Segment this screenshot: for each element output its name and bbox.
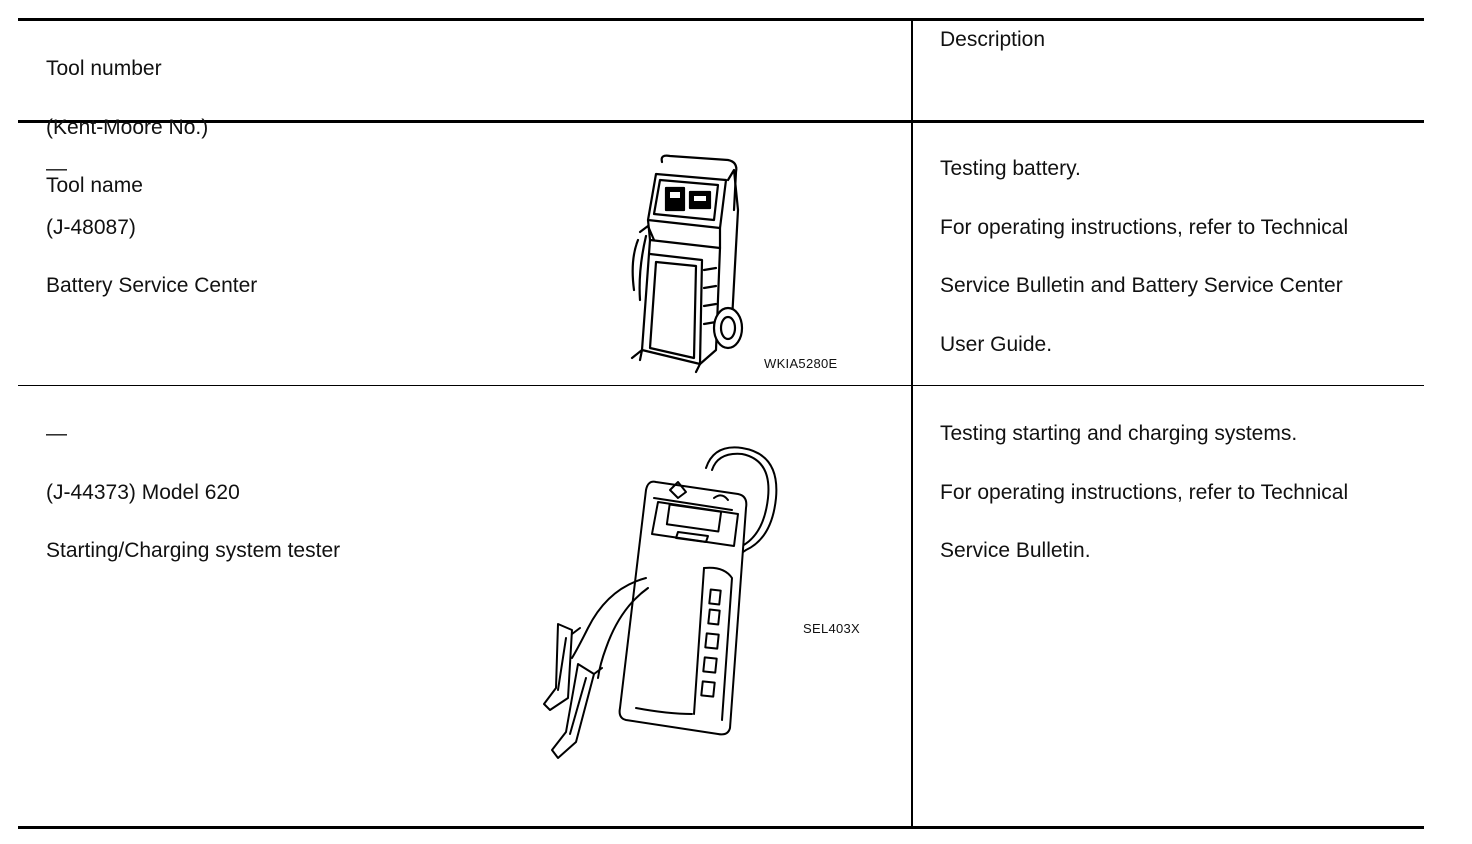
- table-row-1-description: Testing battery. For operating instructi…: [940, 125, 1410, 389]
- battery-service-center-cart-icon: [630, 154, 744, 374]
- table-bottom-rule: [18, 826, 1424, 829]
- header-description: Description: [940, 28, 1046, 51]
- description-line: Service Bulletin.: [940, 539, 1091, 563]
- table-row-1-tool: — (J-48087) Battery Service Center: [46, 125, 257, 330]
- description-line: For operating instructions, refer to Tec…: [940, 215, 1349, 239]
- tool-name: Battery Service Center: [46, 274, 258, 298]
- header-tool-number: Tool number: [46, 57, 162, 81]
- figure-code: SEL403X: [803, 621, 861, 636]
- column-divider: [911, 21, 913, 826]
- table-top-rule: [18, 18, 1424, 21]
- kent-moore-number: (J-48087): [46, 215, 136, 239]
- description-line: Service Bulletin and Battery Service Cen…: [940, 274, 1343, 298]
- description-line: Testing battery.: [940, 157, 1081, 181]
- figure-code: WKIA5280E: [764, 356, 838, 371]
- header-kent-moore: (Kent-Moore No.): [46, 115, 209, 139]
- system-tester-with-clamps-icon: [543, 446, 778, 759]
- tool-name: Starting/Charging system tester: [46, 539, 341, 563]
- header-rule: [18, 120, 1424, 123]
- tool-number: —: [46, 422, 67, 446]
- header-tool-column: Tool number (Kent-Moore No.) Tool name: [46, 25, 208, 230]
- header-tool-name: Tool name: [46, 174, 143, 198]
- description-line: User Guide.: [940, 333, 1053, 357]
- description-line: Testing starting and charging systems.: [940, 422, 1298, 446]
- kent-moore-number: (J-44373) Model 620: [46, 480, 240, 504]
- table-row-2-description: Testing starting and charging systems. F…: [940, 390, 1410, 595]
- description-line: For operating instructions, refer to Tec…: [940, 480, 1349, 504]
- row-divider: [18, 385, 1424, 386]
- table-row-2-tool: — (J-44373) Model 620 Starting/Charging …: [46, 390, 340, 595]
- tool-number: —: [46, 157, 67, 181]
